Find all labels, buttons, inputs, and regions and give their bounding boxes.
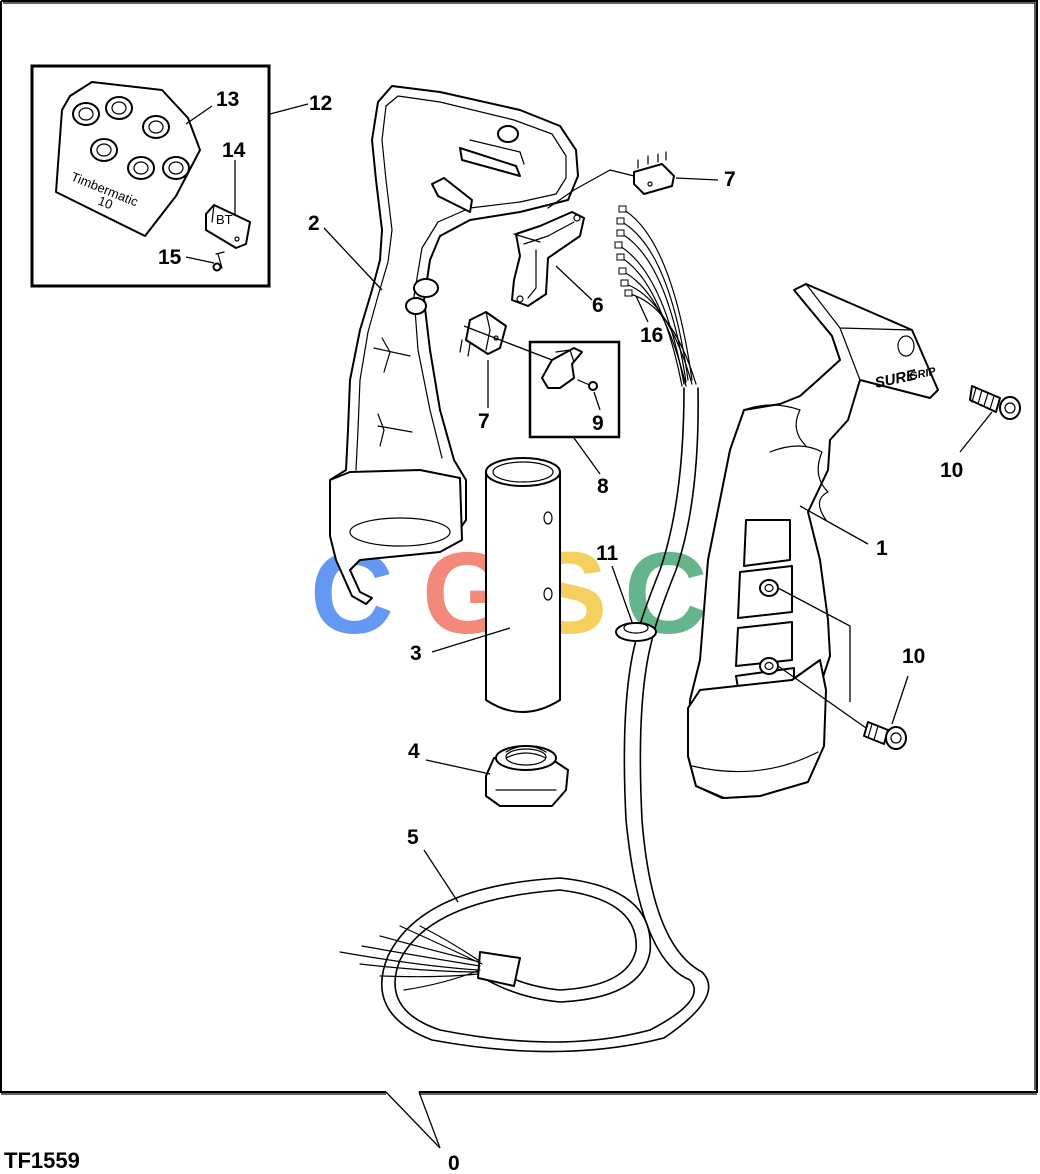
callout-11: 11	[596, 542, 619, 565]
callout-10-lower: 10	[902, 645, 925, 668]
callout-5: 5	[407, 826, 419, 849]
callout-2: 2	[308, 212, 320, 235]
micro-switch-upper	[633, 151, 675, 195]
jam-nut	[485, 745, 569, 807]
handle-assembled: SURE GRIP	[687, 283, 939, 799]
callout-7-lower: 7	[478, 410, 490, 433]
callout-0: 0	[448, 1152, 460, 1174]
handle-left-half	[329, 85, 579, 605]
micro-switch-lower	[459, 311, 507, 357]
bt-chip-label: BT	[216, 212, 233, 227]
handle-tube	[485, 457, 561, 713]
callout-16: 16	[640, 324, 663, 347]
bolt-upper	[969, 385, 1021, 420]
callouts: 12 13 14 15 2 7 6 16 7 9 8 11 1 10 10 3 …	[158, 88, 963, 1174]
callout-10-upper: 10	[940, 459, 963, 482]
callout-12: 12	[309, 92, 332, 115]
internal-wire	[547, 169, 635, 209]
bracket-box	[528, 340, 621, 439]
button-pad-buttons	[72, 96, 190, 180]
callout-4: 4	[408, 740, 420, 763]
figure-id: TF1559	[4, 1148, 80, 1173]
brand-label-sub: GRIP	[908, 365, 937, 382]
callout-3: 3	[410, 642, 422, 665]
pad-text-model: 10	[96, 193, 115, 212]
bolt-lower	[863, 721, 907, 750]
loose-wire-ends	[339, 925, 483, 991]
leader-lines	[185, 103, 993, 903]
callout-7-upper: 7	[724, 168, 736, 191]
callout-15: 15	[158, 246, 182, 269]
callout-1: 1	[876, 537, 888, 560]
callout-9: 9	[592, 412, 604, 435]
main-cable	[380, 387, 710, 1053]
small-screw	[215, 251, 225, 269]
callout-6: 6	[592, 294, 604, 317]
callout-8: 8	[597, 475, 609, 498]
inset-box: Timbermatic 10 BT	[30, 64, 271, 288]
diagram-frame	[0, 0, 1038, 1149]
trigger-bracket	[511, 211, 585, 307]
wire-bundle-connectors	[614, 205, 697, 387]
callout-13: 13	[216, 88, 239, 111]
callout-14: 14	[222, 139, 246, 162]
